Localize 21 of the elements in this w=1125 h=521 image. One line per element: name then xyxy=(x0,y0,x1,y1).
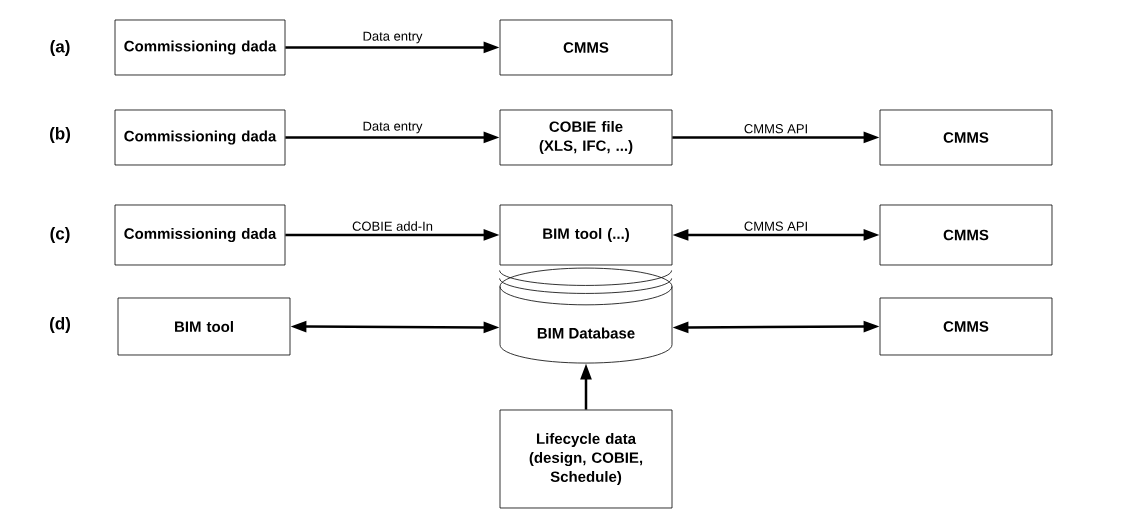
process-box: CMMS xyxy=(879,204,1053,266)
edge-label: CMMS API xyxy=(742,123,810,135)
panel-label: (b) xyxy=(50,127,70,143)
process-box: CMMS xyxy=(499,19,673,76)
process-box: CMMS xyxy=(879,297,1053,356)
process-box: Commissioning dada xyxy=(114,204,286,266)
panel-label: (d) xyxy=(50,317,70,333)
process-box: COBIE file (XLS, IFC, ...) xyxy=(499,109,673,166)
process-box: BIM tool (...) xyxy=(499,204,673,266)
panel-label: (c) xyxy=(50,227,70,243)
process-box: BIM tool xyxy=(117,297,291,356)
process-box: Lifecycle data (design, COBIE, Schedule) xyxy=(499,409,673,509)
panel-label: (a) xyxy=(50,40,70,56)
edge-label: Data entry xyxy=(361,30,424,45)
edge-label: CMMS API xyxy=(742,220,810,232)
process-box: CMMS xyxy=(879,109,1053,166)
database-cylinder: BIM Database xyxy=(499,267,673,364)
edge-label: Data entry xyxy=(361,120,424,135)
edge-label: COBIE add-In xyxy=(351,220,434,232)
process-box: Commissioning dada xyxy=(114,19,286,76)
process-box: Commissioning dada xyxy=(114,109,286,166)
